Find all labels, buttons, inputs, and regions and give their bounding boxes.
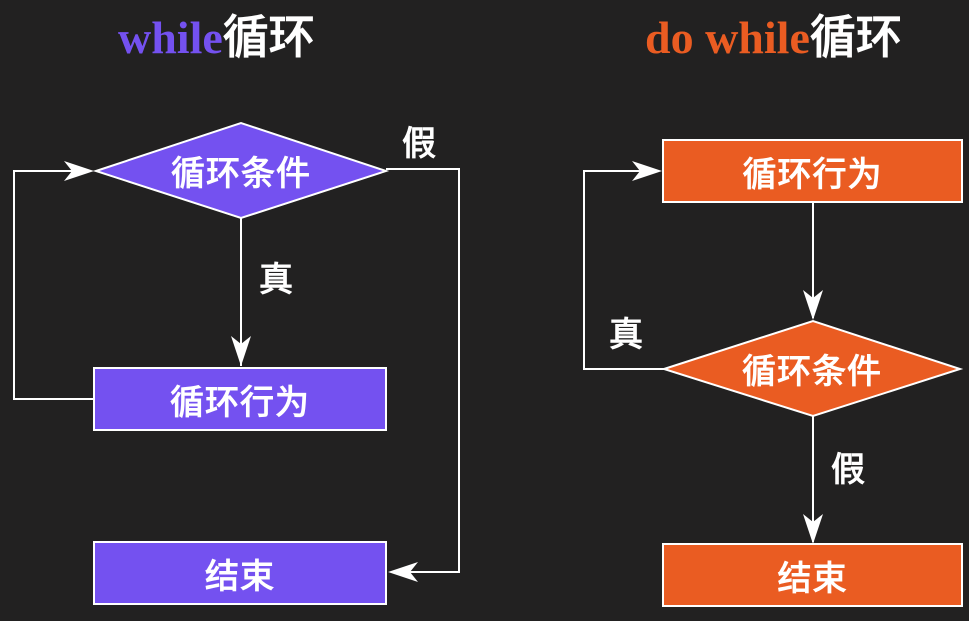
while-true-label: 真: [259, 260, 293, 300]
dowhile-loop-arrowhead: [632, 161, 662, 181]
while-title: while循环: [118, 2, 315, 72]
while-end-box: 结束: [93, 541, 387, 605]
while-loop-arrowhead: [64, 161, 94, 181]
dowhile-condition-diamond: [660, 319, 964, 418]
while-body-box: 循环行为: [93, 367, 387, 431]
dowhile-true-label: 真: [609, 315, 643, 355]
dowhile-title: do while循环: [645, 2, 902, 72]
dowhile-title-suffix: 循环: [809, 10, 902, 64]
dowhile-false-label: 假: [831, 450, 865, 490]
while-true-arrowhead: [231, 336, 251, 366]
dowhile-body-box: 循环行为: [662, 139, 963, 203]
while-condition-diamond: [92, 121, 390, 220]
while-loop-back-line: [13, 170, 93, 400]
while-condition-text: 循环条件: [171, 154, 311, 194]
dowhile-body-to-condition-arrowhead: [803, 290, 823, 320]
dowhile-title-keyword: do while: [645, 12, 810, 63]
dowhile-end-box: 结束: [662, 543, 963, 607]
while-title-suffix: 循环: [222, 10, 315, 64]
while-title-keyword: while: [118, 12, 223, 63]
while-false-label: 假: [402, 124, 436, 164]
dowhile-loop-back-line: [583, 170, 664, 370]
while-false-arrowhead: [388, 562, 418, 582]
dowhile-condition-text: 循环条件: [742, 352, 882, 392]
while-false-line: [386, 168, 460, 573]
dowhile-false-arrowhead: [803, 514, 823, 544]
